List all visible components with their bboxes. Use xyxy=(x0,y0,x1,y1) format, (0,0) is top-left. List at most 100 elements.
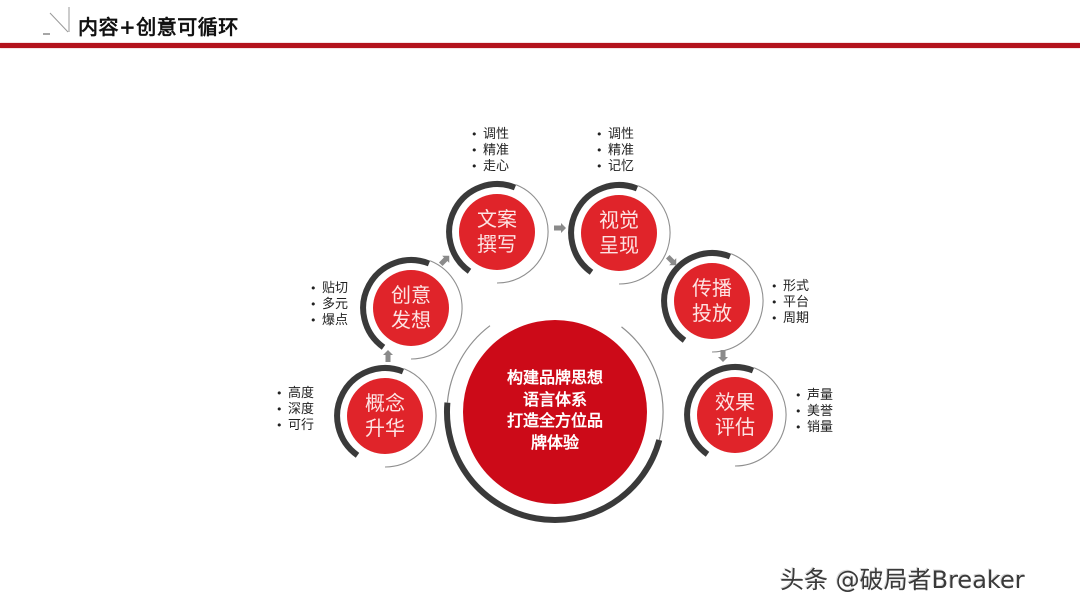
node-circle-visual xyxy=(568,182,671,285)
bullet-text: 周期 xyxy=(783,311,810,326)
center-circle-label: 构建品牌思想 语言体系 打造全方位品 牌体验 xyxy=(465,367,645,453)
list-item: • 贴切 xyxy=(310,281,348,297)
bullet-text: 深度 xyxy=(288,402,315,417)
center-label-line: 牌体验 xyxy=(530,432,579,452)
list-item: • 走心 xyxy=(471,159,509,175)
node-circle-distribution xyxy=(661,250,764,353)
node-label-line: 升华 xyxy=(365,416,405,440)
bullet-text: 声量 xyxy=(807,388,834,403)
bullet-text: 走心 xyxy=(483,159,510,174)
bullet-icon: • xyxy=(310,282,317,295)
list-item: • 周期 xyxy=(771,311,809,327)
page-title: 内容+创意可循环 xyxy=(78,15,239,39)
list-item: • 平台 xyxy=(771,295,809,311)
bullet-icon: • xyxy=(771,312,778,325)
node-label-visual: 视觉 呈现 xyxy=(579,208,659,258)
bullet-icon: • xyxy=(276,419,283,432)
bullet-icon: • xyxy=(771,296,778,309)
bullet-list-evaluation: • 声量 • 美誉 • 销量 xyxy=(795,388,833,436)
watermark: 头条 @破局者Breaker xyxy=(780,566,1025,594)
arrow-up-right-icon xyxy=(438,255,450,267)
arrow-down-icon xyxy=(718,350,728,362)
list-item: • 调性 xyxy=(596,127,634,143)
bullet-text: 高度 xyxy=(288,386,315,401)
bullet-icon: • xyxy=(596,144,603,157)
list-item: • 调性 xyxy=(471,127,509,143)
bullet-icon: • xyxy=(310,314,317,327)
node-circle-evaluation xyxy=(684,364,787,467)
bullet-icon: • xyxy=(795,421,802,434)
center-label-line: 打造全方位品 xyxy=(506,411,603,430)
node-label-line: 评估 xyxy=(715,415,755,439)
list-item: • 精准 xyxy=(596,143,634,159)
bullet-icon: • xyxy=(596,128,603,141)
list-item: • 高度 xyxy=(276,386,314,402)
node-label-ideation: 创意 发想 xyxy=(371,283,451,333)
node-label-line: 视觉 xyxy=(599,208,639,232)
bullet-list-distribution: • 形式 • 平台 • 周期 xyxy=(771,279,809,327)
list-item: • 多元 xyxy=(310,297,348,313)
list-item: • 形式 xyxy=(771,279,809,295)
node-circle-copywriting xyxy=(446,181,549,284)
bullet-text: 精准 xyxy=(483,143,510,158)
bullet-icon: • xyxy=(471,144,478,157)
bullet-icon: • xyxy=(276,387,283,400)
bullet-text: 精准 xyxy=(608,143,635,158)
node-label-copywriting: 文案 撰写 xyxy=(457,207,537,257)
node-label-line: 文案 xyxy=(477,207,517,231)
bullet-icon: • xyxy=(310,298,317,311)
header-divider xyxy=(0,43,1080,48)
center-circle xyxy=(443,320,664,523)
bullet-text: 平台 xyxy=(783,295,810,310)
bullet-text: 形式 xyxy=(783,279,810,294)
node-label-line: 概念 xyxy=(365,391,405,415)
center-label-line: 构建品牌思想 xyxy=(506,368,603,387)
node-label-line: 撰写 xyxy=(477,232,517,256)
bullet-icon: • xyxy=(795,405,802,418)
node-circle-ideation xyxy=(360,257,463,360)
node-circle-concept xyxy=(334,365,437,468)
bullet-text: 美誉 xyxy=(807,404,834,419)
node-label-line: 效果 xyxy=(715,390,755,414)
bullet-text: 贴切 xyxy=(322,281,349,296)
arrow-up-icon xyxy=(383,350,393,362)
node-label-line: 呈现 xyxy=(599,233,639,257)
arrow-down-right-icon xyxy=(665,254,677,266)
bullet-text: 记忆 xyxy=(608,159,635,174)
list-item: • 声量 xyxy=(795,388,833,404)
bullet-text: 多元 xyxy=(322,297,349,312)
node-label-evaluation: 效果 评估 xyxy=(695,390,775,440)
node-label-concept: 概念 升华 xyxy=(345,391,425,441)
bullet-text: 调性 xyxy=(608,127,635,142)
bullet-list-visual: • 调性 • 精准 • 记忆 xyxy=(596,127,634,175)
header-decoration-icon xyxy=(43,7,70,35)
list-item: • 爆点 xyxy=(310,313,348,329)
list-item: • 精准 xyxy=(471,143,509,159)
bullet-icon: • xyxy=(471,128,478,141)
bullet-text: 调性 xyxy=(483,127,510,142)
bullet-icon: • xyxy=(471,160,478,173)
list-item: • 记忆 xyxy=(596,159,634,175)
list-item: • 深度 xyxy=(276,402,314,418)
bullet-text: 爆点 xyxy=(322,313,349,328)
bullet-icon: • xyxy=(596,160,603,173)
bullet-icon: • xyxy=(771,280,778,293)
bullet-list-concept: • 高度 • 深度 • 可行 xyxy=(276,386,314,434)
node-label-line: 传播 xyxy=(692,276,732,300)
list-item: • 销量 xyxy=(795,420,833,436)
node-label-distribution: 传播 投放 xyxy=(672,276,752,326)
node-label-line: 创意 xyxy=(391,283,431,307)
center-label-line: 语言体系 xyxy=(522,389,587,409)
bullet-icon: • xyxy=(795,389,802,402)
node-label-line: 发想 xyxy=(391,308,431,332)
bullet-list-copywriting: • 调性 • 精准 • 走心 xyxy=(471,127,509,175)
bullet-text: 可行 xyxy=(288,418,315,433)
bullet-icon: • xyxy=(276,403,283,416)
list-item: • 美誉 xyxy=(795,404,833,420)
node-label-line: 投放 xyxy=(692,301,732,325)
bullet-list-ideation: • 贴切 • 多元 • 爆点 xyxy=(310,281,348,329)
bullet-text: 销量 xyxy=(807,420,834,435)
arrow-right-icon xyxy=(554,223,566,233)
